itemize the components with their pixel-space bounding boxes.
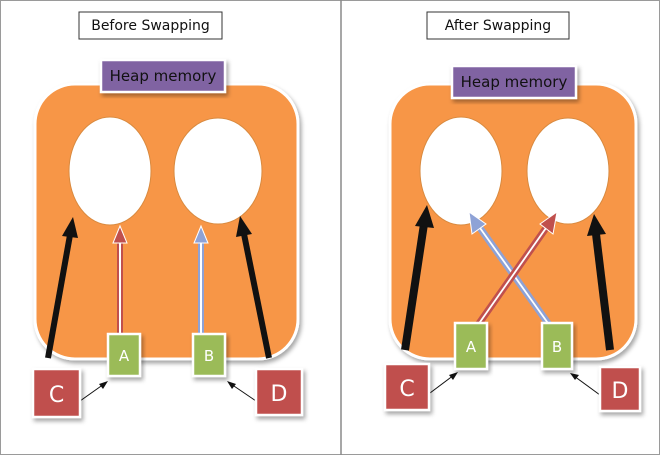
var-c-box bbox=[31, 367, 82, 419]
connector-d-b bbox=[573, 375, 601, 396]
ref-arrow-d bbox=[236, 216, 272, 359]
panel-title-box bbox=[78, 11, 223, 40]
var-c-label: C bbox=[399, 377, 414, 402]
heap-object-1 bbox=[419, 116, 503, 226]
connector-c-a bbox=[429, 374, 455, 394]
var-b-box bbox=[191, 332, 227, 378]
var-a-box bbox=[453, 321, 489, 371]
var-d-box bbox=[598, 365, 642, 413]
var-d-box bbox=[254, 367, 304, 417]
heap-label: Heap memory bbox=[110, 67, 217, 85]
ref-arrow-c bbox=[45, 217, 78, 359]
var-a-label: A bbox=[119, 347, 130, 365]
heap-label-box bbox=[450, 64, 578, 100]
heap-object-2 bbox=[526, 117, 610, 225]
panel-title: Before Swapping bbox=[91, 18, 210, 34]
ref-arrow-a-swapped bbox=[470, 210, 558, 335]
heap-object-1 bbox=[68, 116, 152, 226]
heap-object-2 bbox=[173, 117, 263, 225]
heap-label-box bbox=[99, 58, 227, 94]
var-a-box bbox=[106, 332, 142, 378]
var-b-label: B bbox=[204, 347, 214, 365]
ref-arrow-c bbox=[401, 205, 434, 351]
var-c-box bbox=[383, 362, 431, 412]
var-b-box bbox=[540, 321, 574, 371]
var-a-label: A bbox=[466, 338, 477, 356]
panel-before: Before Swapping Heap memory bbox=[31, 11, 304, 419]
ref-arrow-d bbox=[587, 214, 614, 351]
connector-c-a bbox=[79, 383, 105, 402]
var-d-label: D bbox=[612, 379, 629, 404]
panel-title-box bbox=[426, 11, 570, 40]
ref-arrow-b bbox=[193, 224, 209, 335]
var-c-label: C bbox=[49, 383, 64, 408]
ref-arrow-a bbox=[112, 224, 128, 335]
connector-d-b bbox=[230, 383, 257, 402]
panel-after: After Swapping Heap memory bbox=[383, 11, 642, 413]
var-d-label: D bbox=[271, 382, 288, 407]
panel-title: After Swapping bbox=[445, 18, 551, 34]
heap-label: Heap memory bbox=[461, 73, 568, 91]
var-b-label: B bbox=[552, 338, 562, 356]
